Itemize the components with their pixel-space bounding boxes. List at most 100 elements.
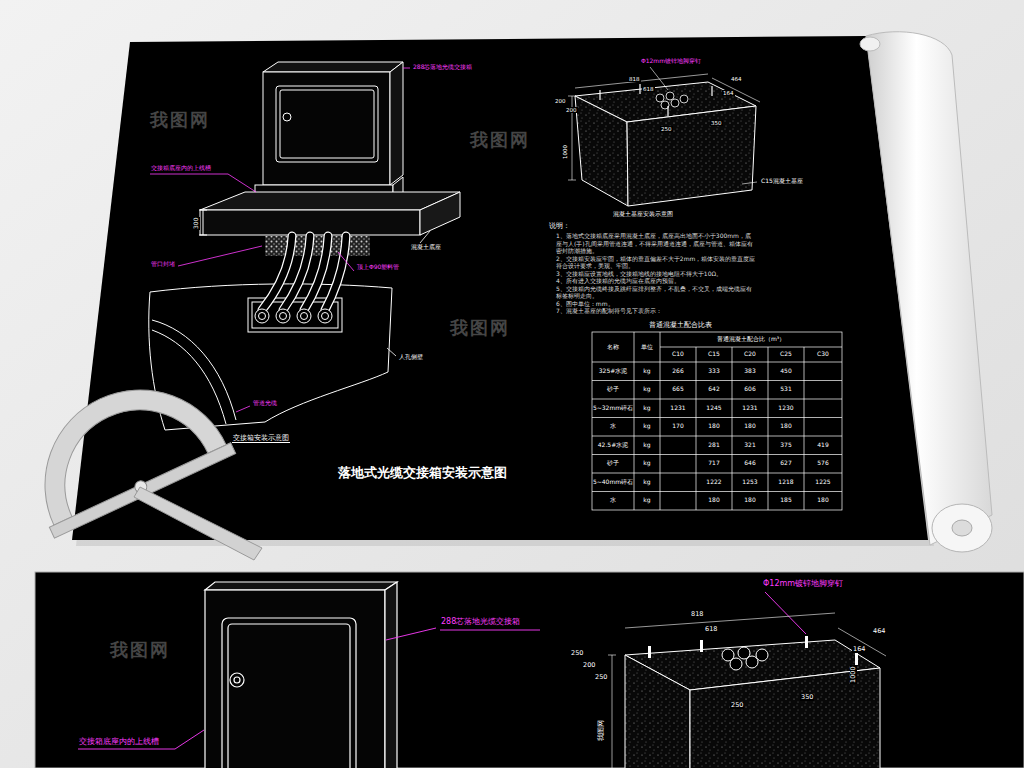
table-header: C10: [660, 347, 696, 362]
callout-text: 人孔侧壁: [398, 354, 424, 361]
table-cell: 180: [732, 418, 768, 437]
protractor: [9, 357, 235, 538]
dimension: 818: [628, 76, 641, 82]
callout-text: 288芯落地光缆交接箱: [440, 617, 521, 626]
table-cell: 627: [768, 455, 804, 474]
table-cell: 333: [696, 362, 732, 381]
table-cell: 266: [660, 362, 696, 381]
note-line: 1、落地式交接箱底座采用混凝土底座，底座高出地面不小于300mm，底座与人(手)…: [556, 232, 756, 255]
dimension: 1000: [850, 665, 857, 684]
table-cell: 325#水泥: [592, 362, 634, 381]
dimension: 164: [852, 646, 866, 653]
table-cell: 5~40mm碎石: [592, 473, 634, 492]
table-cell: kg: [634, 455, 660, 474]
dimension: 250: [570, 650, 584, 657]
dimension: 250: [594, 674, 608, 681]
table-cell: 1245: [696, 399, 732, 418]
dimension: 250: [660, 126, 673, 132]
table-cell: 水: [592, 492, 634, 511]
dimension: 164: [722, 90, 735, 96]
dimension: 我图网: [598, 719, 605, 742]
table-header: C25: [768, 347, 804, 362]
notes-heading: 说明：: [548, 223, 571, 230]
table-cell: 1222: [696, 473, 732, 492]
dimension: 250: [730, 702, 744, 709]
dimension: 300: [193, 217, 200, 230]
table-cell: 180: [696, 492, 732, 511]
table-cell: kg: [634, 492, 660, 511]
table-cell: 5~32mm碎石: [592, 399, 634, 418]
dimension: 200: [565, 107, 578, 113]
drawing-title: 落地式光缆交接箱安装示意图: [338, 466, 507, 481]
watermark: 我图网: [110, 640, 170, 661]
callout-text: Φ12mm镀锌地脚穿钉: [640, 58, 702, 65]
dimension: 350: [710, 120, 723, 126]
table-cell: 606: [732, 381, 768, 400]
callout-text: 混凝土底座: [410, 244, 442, 251]
note-line: 2、交接箱安装应牢固，箱体的垂直偏差不大于2mm，箱体安装的垂直度应符合设计要求…: [556, 255, 756, 270]
watermark: 我图网: [150, 110, 210, 131]
dimension: 618: [704, 626, 718, 633]
table-cell: 1231: [732, 399, 768, 418]
table-cell: 42.5#水泥: [592, 436, 634, 455]
table-cell: 1218: [768, 473, 804, 492]
dimension: 618: [642, 86, 655, 92]
table-cell: 1225: [804, 473, 842, 492]
dimension: 350: [800, 694, 814, 701]
dimension: 464: [872, 628, 886, 635]
table-cell: 185: [768, 492, 804, 511]
table-cell: 1231: [660, 399, 696, 418]
table-cell: 646: [732, 455, 768, 474]
table-header: 单位: [634, 332, 660, 362]
watermark: 我图网: [450, 318, 510, 339]
callout-text: 顶上Φ90塑料管: [356, 264, 400, 271]
table-cell: 水: [592, 418, 634, 437]
table-cell: 砂子: [592, 455, 634, 474]
dimension: 200: [554, 98, 567, 104]
dimension: 818: [690, 611, 704, 618]
table-cell: kg: [634, 362, 660, 381]
callout-text: 交接箱底座内的上线槽: [150, 165, 212, 172]
notes-block: 1、落地式交接箱底座采用混凝土底座，底座高出地面不小于300mm，底座与人(手)…: [556, 232, 756, 315]
table-header: C15: [696, 347, 732, 362]
table-cell: kg: [634, 381, 660, 400]
note-line: 3、交接箱应设置地线，交接箱地线的接地电阻不得大于10Ω。: [556, 270, 756, 278]
callout-text: Φ12mm镀锌地脚穿钉: [762, 579, 844, 588]
watermark: 我图网: [470, 130, 530, 151]
table-title: 普通混凝土配合比表: [648, 321, 713, 329]
note-line: 5、交接箱内光缆终接及跳纤应排列整齐，不乱叠，不交叉，成端光缆应有标签标明走向。: [556, 285, 756, 300]
table-header: C30: [804, 347, 842, 362]
table-header: C20: [732, 347, 768, 362]
table-header: 普通混凝土配合比（m³）: [660, 332, 842, 347]
callout-text: 管口封堵: [150, 261, 176, 268]
table-cell: 450: [768, 362, 804, 381]
dimension: 1000: [562, 144, 568, 160]
table-cell: kg: [634, 436, 660, 455]
table-cell: kg: [634, 399, 660, 418]
table-cell: kg: [634, 418, 660, 437]
callout-text: 交接箱底座内的上线槽: [78, 737, 160, 746]
table-cell: 419: [804, 436, 842, 455]
callout-text: 288芯落地光缆交接箱: [412, 64, 473, 71]
note-line: 4、所有进入交接箱的光缆均应在底座内预留。: [556, 277, 756, 285]
callout-text: C15混凝土基座: [760, 178, 804, 185]
table-cell: 321: [732, 436, 768, 455]
table-cell: 383: [732, 362, 768, 381]
note-line: 6、图中单位：mm。: [556, 300, 756, 308]
table-cell: 665: [660, 381, 696, 400]
table-cell: 1253: [732, 473, 768, 492]
table-cell: 531: [768, 381, 804, 400]
table-cell: 170: [660, 418, 696, 437]
note-line: 7、混凝土基座的配制符号见下表所示：: [556, 307, 756, 315]
table-cell: 576: [804, 455, 842, 474]
table-cell: 642: [696, 381, 732, 400]
table-cell: 180: [804, 492, 842, 511]
table-header: 名称: [592, 332, 634, 362]
table-cell: 717: [696, 455, 732, 474]
table-cell: 砂子: [592, 381, 634, 400]
dimension: 200: [582, 662, 596, 669]
table-cell: 281: [696, 436, 732, 455]
table-cell: 180: [768, 418, 804, 437]
view-caption: 交接箱安装示意图: [232, 434, 290, 443]
